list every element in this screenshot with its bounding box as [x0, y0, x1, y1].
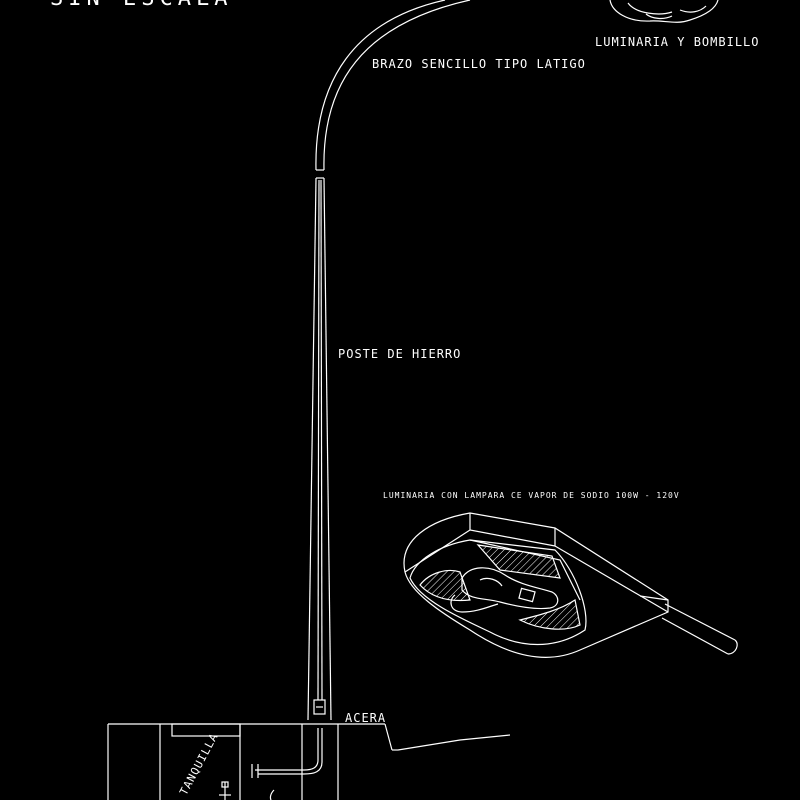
label-luminaria-bombillo: LUMINARIA Y BOMBILLO — [595, 35, 760, 49]
label-tanquilla: TANQUILLA — [177, 731, 221, 798]
whip-arm — [315, 0, 471, 179]
luminaire-detail-icon — [403, 512, 738, 658]
drawing-title: SIN ESCALA — [50, 0, 232, 11]
label-luminaria-detalle: LUMINARIA CON LAMPARA CE VAPOR DE SODIO … — [383, 491, 680, 500]
label-brazo: BRAZO SENCILLO TIPO LATIGO — [372, 57, 586, 71]
ground-sidewalk — [107, 723, 511, 800]
label-acera: ACERA — [345, 711, 386, 725]
label-poste: POSTE DE HIERRO — [338, 347, 461, 361]
luminaire-head-icon — [609, 0, 719, 23]
iron-post — [307, 177, 332, 721]
